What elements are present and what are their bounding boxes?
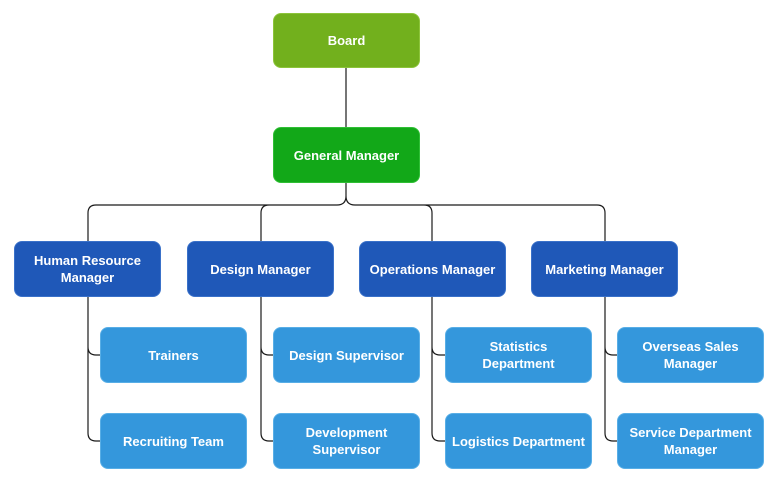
node-label: Design Supervisor (289, 347, 404, 363)
node-label: Overseas Sales Manager (642, 339, 739, 371)
node-design-manager[interactable]: Design Manager (187, 241, 334, 297)
node-service-department-manager[interactable]: Service Department Manager (617, 413, 764, 469)
node-label: Statistics Department (482, 339, 555, 371)
node-logistics-department[interactable]: Logistics Department (445, 413, 592, 469)
node-development-supervisor[interactable]: Development Supervisor (273, 413, 420, 469)
node-label: Trainers (148, 347, 199, 363)
node-marketing-manager[interactable]: Marketing Manager (531, 241, 678, 297)
node-label: Operations Manager (369, 261, 496, 277)
node-board[interactable]: Board (273, 13, 420, 68)
node-label: General Manager (293, 147, 400, 163)
node-label: Recruiting Team (123, 433, 224, 449)
node-human-resource-manager[interactable]: Human Resource Manager (14, 241, 161, 297)
node-recruiting-team[interactable]: Recruiting Team (100, 413, 247, 469)
node-label: Service Department Manager (629, 425, 752, 457)
connector-design-children (260, 297, 273, 442)
connector-gm-managers (87, 183, 606, 241)
connector-mkt-children (604, 297, 617, 442)
node-label: Development Supervisor (305, 425, 388, 457)
node-statistics-department[interactable]: Statistics Department (445, 327, 592, 383)
node-operations-manager[interactable]: Operations Manager (359, 241, 506, 297)
node-general-manager[interactable]: General Manager (273, 127, 420, 183)
node-label: Design Manager (210, 261, 311, 277)
node-label: Logistics Department (452, 433, 585, 449)
node-label: Marketing Manager (545, 261, 664, 277)
node-trainers[interactable]: Trainers (100, 327, 247, 383)
connector-ops-children (431, 297, 445, 442)
node-design-supervisor[interactable]: Design Supervisor (273, 327, 420, 383)
connector-hr-children (87, 297, 100, 442)
node-label: Board (327, 33, 366, 48)
node-overseas-sales-manager[interactable]: Overseas Sales Manager (617, 327, 764, 383)
node-label: Human Resource Manager (34, 253, 141, 285)
